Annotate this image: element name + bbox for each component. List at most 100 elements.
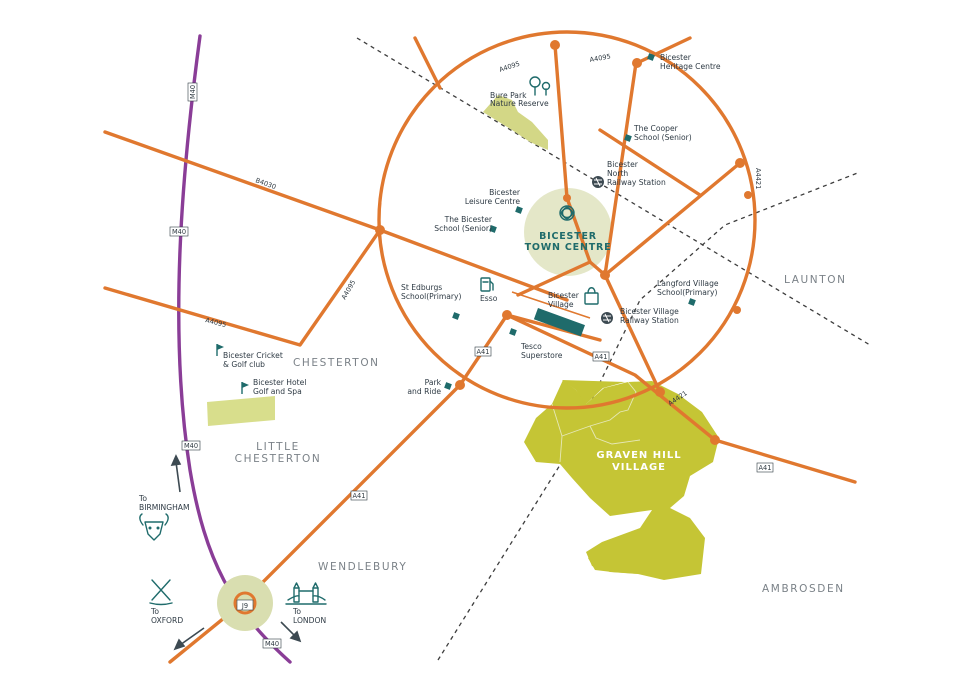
celtic-knot-icon: [559, 205, 575, 221]
cooper-marker: [624, 134, 632, 142]
hotel-label-line-1: Bicester Hotel: [253, 378, 306, 387]
graven-hill-label-line-1: GRAVEN HILL: [596, 450, 681, 461]
birmingham-label-line-1: To: [138, 494, 147, 503]
bicester-school-marker: [489, 225, 497, 233]
park-ride-label-line-2: and Ride: [407, 387, 441, 396]
tower-bridge-icon: [285, 582, 327, 605]
roundabout: [375, 225, 385, 235]
m40-shield-4: M40: [262, 638, 282, 649]
fuel-icon: [480, 277, 494, 292]
arrow-icon: [280, 621, 302, 643]
b4030-road: [103, 130, 569, 302]
arrow-icon: [173, 627, 205, 651]
a4421-label-east: A4421: [754, 168, 762, 189]
bull-icon: [139, 513, 169, 541]
roundabout: [563, 194, 571, 202]
rowing-oars-icon: [149, 579, 173, 606]
roundabout: [502, 310, 512, 320]
railway-line-south: [437, 171, 861, 661]
oxford-label-line-2: OXFORD: [151, 616, 183, 625]
ring-road: [377, 30, 757, 410]
a4095-label-ne: A4095: [589, 52, 611, 64]
cricket-label-line-1: Bicester Cricket: [223, 351, 283, 360]
a4095-label-sw: A4095: [205, 316, 228, 329]
roundabout: [710, 435, 720, 445]
roundabout: [600, 270, 610, 280]
a41-shield-2: A41: [592, 351, 610, 362]
golf-flag-icon: [241, 382, 249, 394]
north-station-label-line-3: Railway Station: [607, 178, 666, 187]
railway-line-north: [356, 37, 871, 346]
place-launton: LAUNTON: [784, 274, 847, 286]
tesco-marker: [509, 328, 517, 336]
j9-label: J9: [241, 602, 248, 610]
tesco-road: [505, 313, 602, 342]
tree-icon: [529, 76, 551, 96]
north-road: [553, 43, 569, 200]
park-ride-marker: [444, 382, 452, 390]
bure-park-area: [483, 95, 548, 150]
leisure-marker: [515, 206, 523, 214]
arrow-icon: [170, 454, 182, 493]
north-station-label-line-1: Bicester: [607, 160, 639, 169]
a41-label: A41: [353, 492, 366, 500]
m40-shield-3: M40: [181, 440, 201, 451]
tesco-label-line-1: Tesco: [520, 342, 542, 351]
poi-labels: Bicester Heritage Centre Bure Park Natur…: [223, 53, 721, 396]
bicester-village-building: [533, 308, 585, 337]
roundabouts: [375, 40, 752, 445]
graven-hill-area-main: [524, 380, 719, 580]
bicester-village-label-line-1: Bicester: [548, 291, 580, 300]
village-road: [516, 260, 592, 297]
leisure-label-line-1: Bicester: [489, 188, 521, 197]
place-wendlebury: WENDLEBURY: [318, 561, 407, 573]
a41-shield-1: A41: [474, 346, 492, 357]
roundabout: [733, 306, 741, 314]
a4095-label-north: A4095: [498, 60, 521, 74]
north-station-road: [603, 61, 638, 277]
place-chesterton: CHESTERTON: [293, 357, 380, 369]
roundabout: [632, 58, 642, 68]
a41-east-road: [505, 313, 857, 484]
langford-label-line-1: Langford Village: [657, 279, 719, 288]
bicester-village-line: [511, 291, 591, 319]
st-edburgs-marker: [452, 312, 460, 320]
j9-roundabout: [233, 591, 257, 615]
town-centre-label-line-1: BICESTER: [539, 231, 597, 242]
roundabout: [550, 40, 560, 50]
m40-motorway: [177, 34, 292, 664]
bure-park-label-line-2: Nature Reserve: [490, 99, 549, 108]
oxford-label-line-1: To: [150, 607, 159, 616]
north-station-label-line-2: North: [607, 169, 628, 178]
place-little-chesterton-line-1: LITTLE: [256, 441, 300, 453]
town-centre-area: [524, 188, 612, 276]
j9-shield: [236, 599, 254, 611]
cooper-road: [598, 128, 702, 197]
j9-junction: J9: [217, 575, 273, 631]
graven-hill-label-line-2: VILLAGE: [612, 462, 666, 473]
golf-flag-icon: [216, 344, 224, 356]
roundabout: [655, 387, 665, 397]
bicester-school-label-line-1: The Bicester: [444, 215, 493, 224]
birmingham-label-line-2: BIRMINGHAM: [139, 503, 190, 512]
bicester-school-label-line-2: School (Senior): [434, 224, 492, 233]
a41-shield-3: A41: [350, 490, 368, 501]
roundabout: [455, 380, 465, 390]
m40-label: M40: [189, 85, 197, 99]
graven-hill-tracks: [551, 381, 641, 463]
rail-icon: [601, 312, 613, 324]
cooper-label-line-1: The Cooper: [633, 124, 679, 133]
hotel-label-line-2: Golf and Spa: [253, 387, 302, 396]
tesco-label-line-2: Superstore: [521, 351, 563, 360]
m40-label: M40: [172, 228, 186, 236]
green-areas: [207, 95, 719, 580]
london-label-line-1: To: [292, 607, 301, 616]
direction-labels: To BIRMINGHAM To OXFORD To LONDON: [138, 494, 326, 625]
heritage-label-line-2: Heritage Centre: [660, 62, 721, 71]
east-road: [603, 161, 742, 277]
village-station-label-line-2: Railway Station: [620, 316, 679, 325]
village-station-label-line-1: Bicester Village: [620, 307, 679, 316]
place-names: LAUNTON CHESTERTON LITTLE CHESTERTON WEN…: [235, 274, 847, 595]
roundabout: [744, 191, 752, 199]
